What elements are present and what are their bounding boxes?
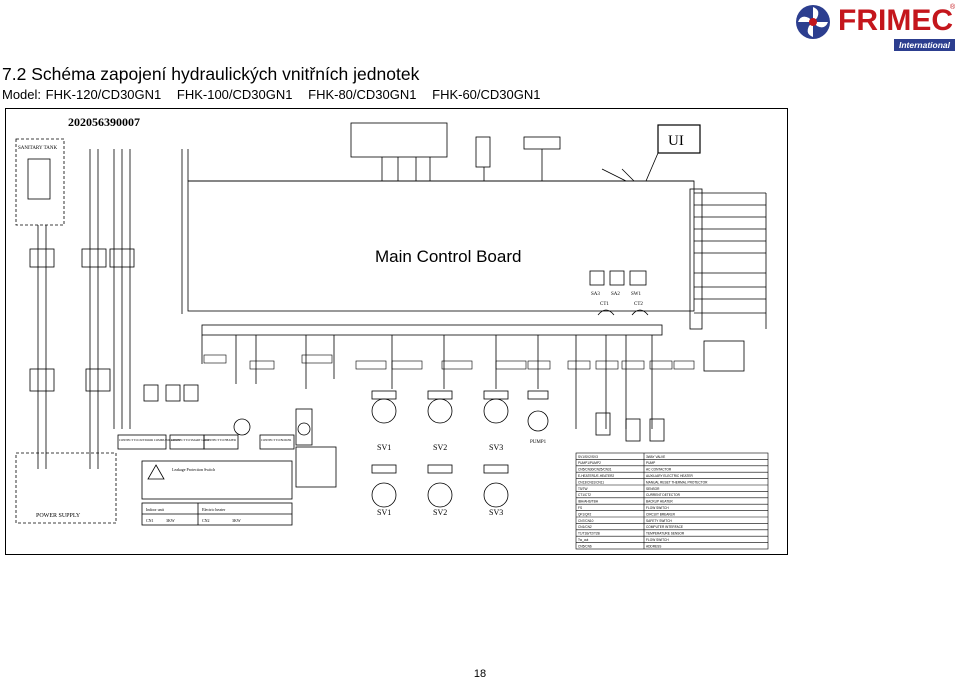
valve-label: SV1 <box>377 508 391 517</box>
section-heading: 7.2 Schéma zapojení hydraulických vnitřn… <box>2 64 420 84</box>
wiring-diagram-svg: 202056390007 Main Control Board UI SANIT… <box>15 115 769 550</box>
legend-code: CN5/CN6 <box>578 544 592 548</box>
ct-label: CT1 <box>600 302 609 307</box>
ui-box <box>657 124 701 154</box>
legend-desc: COMPUTER INTERFACE <box>646 525 683 529</box>
legend-code: CN1/CN2 <box>578 525 592 529</box>
model-prefix: Model: <box>2 87 42 102</box>
power-supply-box <box>15 452 117 524</box>
valve-label: SV2 <box>433 443 447 452</box>
legend-code: Tw_out <box>578 538 588 542</box>
unit-table-header: Electric heater <box>202 507 226 512</box>
connect-box-label: CONNECT TO HEATER <box>205 438 236 442</box>
valve-label: SV3 <box>489 508 503 517</box>
legend-desc: FLOW SWITCH <box>646 538 669 542</box>
legend-code: CT1/CT2 <box>578 493 591 497</box>
model-item: FHK-80/CD30GN1 <box>308 87 417 102</box>
model-line: Model: FHK-120/CD30GN1 FHK-100/CD30GN1 F… <box>2 87 552 103</box>
dip-switch-label: SA3 <box>591 292 600 297</box>
unit-table-cell: 3KW <box>166 518 175 523</box>
legend-desc: MANUAL RESET THERMAL PROTECTOR <box>646 480 708 484</box>
board-title: Main Control Board <box>375 247 521 266</box>
sanitary-tank-box <box>15 138 65 226</box>
legend-table <box>575 452 769 550</box>
dip-switch-label: SW1 <box>631 292 642 297</box>
sanitary-tank-label: SANITARY TANK <box>18 146 57 151</box>
valve-symbols-top <box>371 390 549 508</box>
legend-desc: AC CONTACTOR <box>646 468 672 472</box>
frimec-logo: FRIMEC International ® <box>790 2 960 54</box>
legend-code: SV1/SV2/SV3 <box>578 455 598 459</box>
dip-switch-label: SA2 <box>611 292 620 297</box>
legend-desc: 3WAY VALVE <box>646 455 665 459</box>
wiring-diagram: 202056390007 Main Control Board UI SANIT… <box>5 108 788 555</box>
legend-desc: ADDRESS <box>646 544 661 548</box>
connect-box-label: CONNECT TO SMART GRID <box>171 438 210 442</box>
model-item: FHK-60/CD30GN1 <box>432 87 541 102</box>
fan-logo-icon <box>796 5 830 39</box>
legend-code: PUMP1/PUMP2 <box>578 461 601 465</box>
valve-label: SV3 <box>489 443 503 452</box>
brand-name: FRIMEC <box>838 4 953 37</box>
unit-table-cell: CN1 <box>146 518 154 523</box>
legend-code: CN7/CN10 <box>578 519 594 523</box>
valve-label: SV2 <box>433 508 447 517</box>
legend-code: E-HEATER1/E-HEATER2 <box>578 474 614 478</box>
power-supply-label: POWER SUPPLY <box>36 513 81 519</box>
legend-desc: CURRENT DETECTOR <box>646 493 681 497</box>
legend-code: T5/TW <box>578 487 588 491</box>
legend-desc: TEMPERATURE SENSOR <box>646 532 685 536</box>
warning-text: Leakage Protection Switch <box>172 467 215 472</box>
legend-desc: FLOW SWITCH <box>646 506 669 510</box>
legend-desc: PUMP <box>646 461 655 465</box>
unit-table-cell: 3KW <box>232 518 241 523</box>
unit-table-cell: CN2 <box>202 518 210 523</box>
connect-box-label: CONNECT TO OUTDOOR COMMUNICATION <box>119 438 181 442</box>
legend-code: FS <box>578 506 582 510</box>
legend-desc: BACKUP HEATER <box>646 500 673 504</box>
page-number: 18 <box>473 668 487 680</box>
legend-desc: CIRCUIT BREAKER <box>646 512 676 516</box>
pump-label: PUMP1 <box>530 440 547 445</box>
brand-subtitle: International <box>894 39 956 51</box>
legend-code: CN13/CN31/CN11 <box>578 480 604 484</box>
ct-label: CT2 <box>634 302 643 307</box>
legend-code: QF1/QF2 <box>578 512 592 516</box>
diagram-serial: 202056390007 <box>68 115 140 129</box>
legend-desc: SENSOR <box>646 487 660 491</box>
unit-table-header: Indoor unit <box>146 507 165 512</box>
valve-label: SV1 <box>377 443 391 452</box>
legend-code: CN5/CN30/CN25/CN31 <box>578 468 612 472</box>
connect-box-label: CONNECT TO BOILER <box>261 438 291 442</box>
terminal-block <box>350 122 448 158</box>
model-item: FHK-100/CD30GN1 <box>176 87 293 102</box>
legend-code: IBH/AHS/TBH <box>578 500 599 504</box>
ui-label: UI <box>668 133 684 149</box>
model-item: FHK-120/CD30GN1 <box>45 87 162 102</box>
legend-desc: AUXILIARY ELECTRIC HEATER <box>646 474 693 478</box>
legend-desc: SAFETY SWITCH <box>646 519 672 523</box>
registered-mark: ® <box>950 4 956 11</box>
legend-code: T1/T1B/T2/T2B <box>578 532 600 536</box>
right-connectors <box>689 188 767 330</box>
warning-box <box>141 460 293 500</box>
